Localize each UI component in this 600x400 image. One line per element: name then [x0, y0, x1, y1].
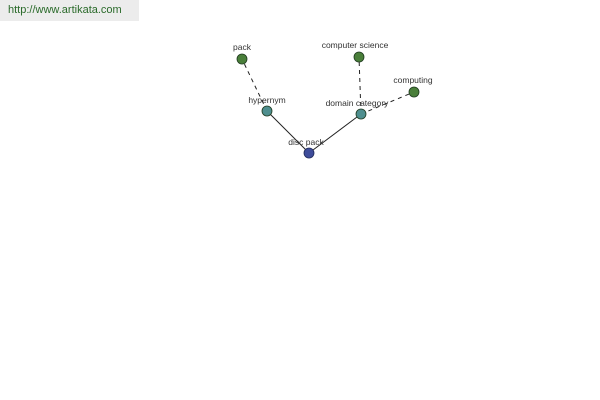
label-hypernym: hypernym [248, 95, 285, 105]
node-hypernym[interactable] [261, 105, 273, 117]
edge-disc-pack-domain-category [308, 113, 362, 154]
label-computer-science: computer science [322, 40, 389, 50]
node-computing[interactable] [408, 86, 420, 98]
label-domain-category: domain category [326, 98, 390, 108]
edge-domain-category-computer-science [358, 56, 362, 115]
node-disc-pack[interactable] [303, 147, 315, 159]
edge-disc-pack-hypernym [266, 110, 310, 154]
node-domain-category[interactable] [355, 108, 367, 120]
url-banner: http://www.artikata.com [0, 0, 139, 21]
edge-hypernym-pack [241, 58, 268, 112]
site-url-link[interactable]: http://www.artikata.com [8, 4, 122, 16]
node-computer-science[interactable] [353, 51, 365, 63]
label-pack: pack [233, 42, 252, 52]
edge-domain-category-computing [360, 91, 415, 115]
node-pack[interactable] [236, 53, 248, 65]
label-disc-pack: disc pack [288, 137, 324, 147]
label-computing: computing [393, 75, 432, 85]
